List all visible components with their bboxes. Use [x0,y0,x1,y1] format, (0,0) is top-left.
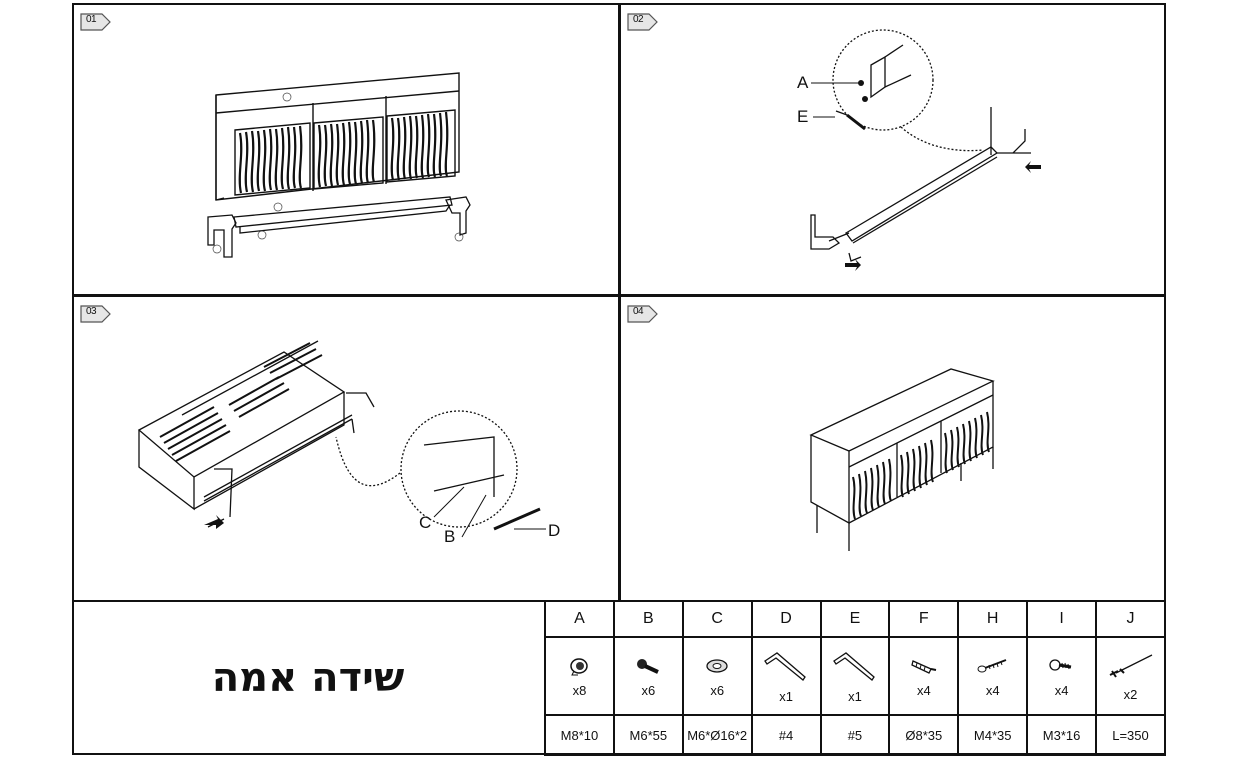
product-title: שידה אמה [211,654,405,701]
wall-plug-icon [911,659,937,674]
part-cell: x4 [888,636,960,716]
part-cell: x4 [957,636,1029,716]
step-number: 03 [86,306,97,317]
short-screw-icon [1048,658,1071,671]
parts-spec-row: M8*10 M6*55 M6*Ø16*2 #4 #5 Ø8*35 M4*35 M… [544,714,1166,756]
part-qty: x4 [1054,682,1069,698]
part-cell: x4 [1026,636,1097,716]
part-qty: x6 [641,682,656,698]
step-number: 01 [86,14,97,25]
part-qty: x4 [985,682,1000,698]
part-letter: J [1095,600,1166,638]
part-spec: M3*16 [1026,714,1097,756]
part-spec: L=350 [1095,714,1166,756]
part-cell: x8 [544,636,615,716]
finished-sideboard-drawing [809,368,995,551]
part-letter: I [1026,600,1097,638]
step-badge: 01 [80,11,114,33]
part-cell: x1 [819,636,891,716]
part-cell: x6 [681,636,753,716]
step-02-panel: 02 A E [619,3,1166,296]
hardware-parts-table: A B C D E F H I J x8 x6 x6 x1 x1 x4 [544,600,1166,756]
part-letter: D [750,600,822,638]
part-letter: E [819,600,891,638]
step-03-panel: 03 C B D [72,295,620,602]
parts-icon-row: x8 x6 x6 x1 x1 x4 x4 x4 x2 [544,636,1166,716]
allen-key-icon [764,651,806,681]
callout-E: E [797,107,809,126]
part-spec: M6*Ø16*2 [681,714,753,756]
part-spec: M8*10 [544,714,615,756]
allen-key-icon [833,651,875,681]
part-cell: x1 [750,636,822,716]
part-qty: x2 [1123,686,1138,702]
leg-attach-drawing [137,340,546,538]
part-qty: x1 [779,688,793,704]
part-spec: #4 [750,714,822,756]
part-qty: x8 [572,682,587,698]
step-number: 02 [633,14,644,25]
anti-tip-strap-icon [1109,653,1152,678]
step-04-panel: 04 [619,295,1166,602]
callout-A: A [797,73,809,92]
washer-icon [706,658,728,673]
callout-C: C [419,513,432,532]
part-letter: H [957,600,1029,638]
part-letter: C [681,600,753,638]
step-badge: 03 [80,303,114,325]
part-qty: x4 [916,682,931,698]
callout-B: B [444,527,456,546]
wood-screw-icon [977,658,1007,672]
part-spec: M6*55 [612,714,684,756]
sideboard-drawing [207,72,471,258]
part-cell: x2 [1095,636,1166,716]
step-number: 04 [633,306,644,317]
parts-letter-row: A B C D E F H I J [544,600,1166,638]
part-qty: x6 [710,682,725,698]
part-spec: M4*35 [957,714,1029,756]
cap-screw-icon [570,657,589,675]
step-badge: 04 [627,303,661,325]
part-qty: x1 [848,688,862,704]
part-letter: F [888,600,960,638]
part-letter: B [612,600,684,638]
frame-assembly-drawing [810,29,1041,271]
callout-D: D [548,521,561,540]
step-badge: 02 [627,11,661,33]
part-cell: x6 [612,636,684,716]
product-title-cell: שידה אמה [72,600,544,755]
part-letter: A [544,600,615,638]
step-01-panel: 01 [72,3,620,296]
part-spec: Ø8*35 [888,714,960,756]
bolt-icon [637,658,660,674]
part-spec: #5 [819,714,891,756]
